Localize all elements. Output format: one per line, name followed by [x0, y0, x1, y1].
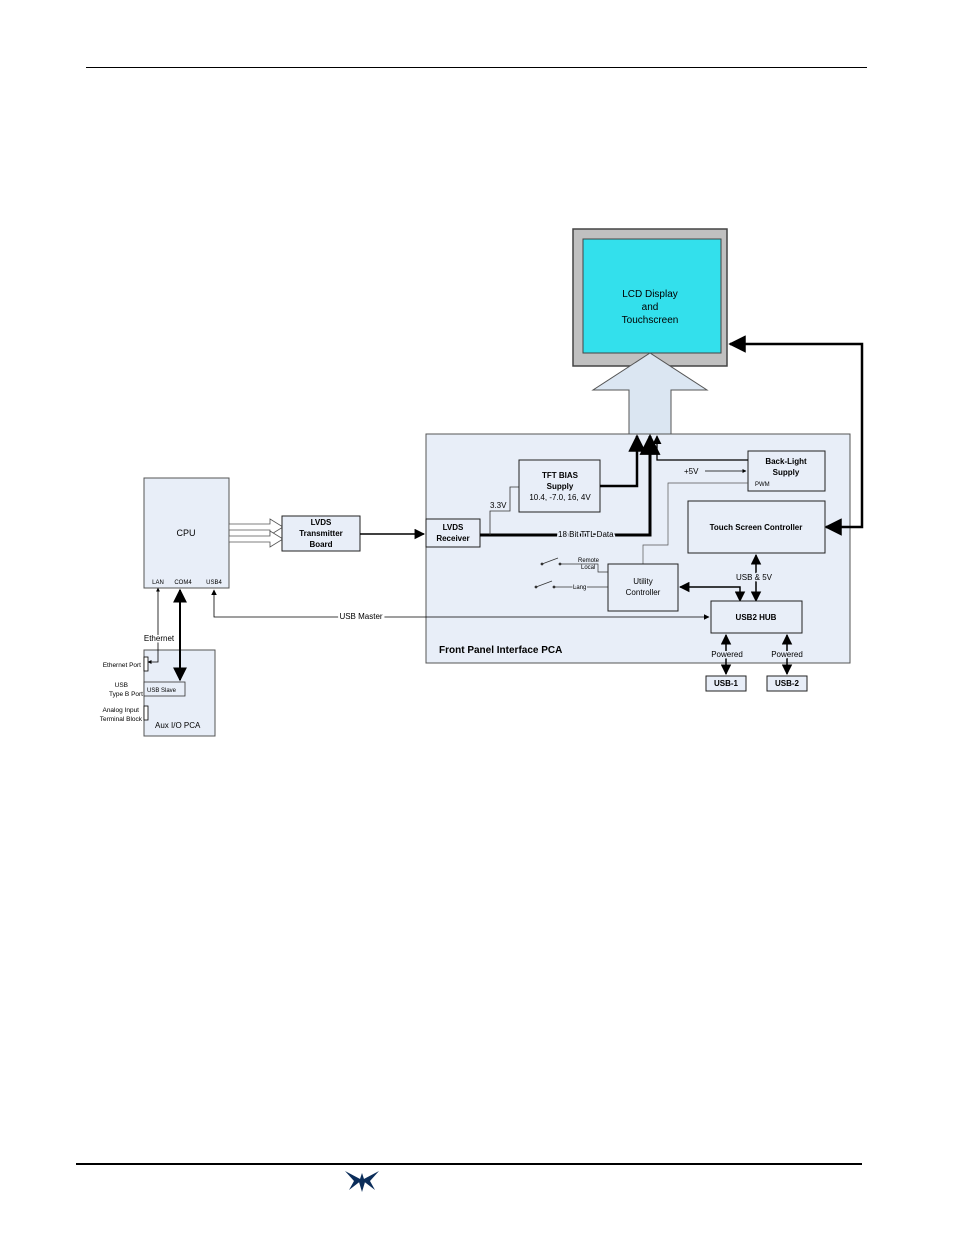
cpu-block	[143, 477, 230, 589]
lang-label: Lang	[573, 585, 586, 591]
backlight-output	[652, 435, 748, 461]
lvds-rx-label-2: Receiver	[436, 534, 469, 543]
ethernet-port-label: Ethernet Port	[103, 662, 141, 669]
header-rule	[86, 67, 867, 68]
touchscreen-link	[728, 335, 864, 536]
usb1-port	[705, 675, 747, 692]
lvds-tx-label-3: Board	[309, 540, 332, 549]
remote-switch-contact	[541, 557, 559, 565]
lvds-rx-label-1: LVDS	[443, 523, 464, 532]
lvds-tx-label-1: LVDS	[311, 518, 332, 527]
cpu-port-com4: COM4	[174, 580, 192, 586]
cpu-label: CPU	[176, 528, 195, 538]
tft-label-2: Supply	[547, 482, 574, 491]
fpi-pca-label: Front Panel Interface PCA	[439, 645, 562, 656]
usb2-label: USB-2	[775, 679, 800, 688]
usb-type-b-label-1: USB	[115, 682, 128, 689]
usb-master-line	[211, 589, 710, 620]
lang-switch-contact	[535, 580, 553, 588]
pwm-label: PWM	[755, 482, 770, 488]
cpu-port-lan: LAN	[152, 580, 164, 586]
tft-output	[600, 434, 646, 488]
lcd-label-3: Touchscreen	[622, 315, 679, 326]
usb-hub-label: USB2 HUB	[736, 613, 777, 622]
local-label: Local	[581, 565, 595, 571]
ttl-data-bus	[480, 433, 661, 537]
lvds-receiver	[425, 518, 481, 548]
backlight-label-1: Back-Light	[765, 457, 807, 466]
powered-label-2: Powered	[771, 650, 803, 659]
v5-label: +5V	[684, 467, 699, 476]
backlight-label-2: Supply	[773, 468, 800, 477]
usb5v-label: USB & 5V	[736, 573, 773, 582]
lcd-label-2: and	[642, 302, 659, 313]
analog-input-connector	[143, 705, 149, 721]
cpu-to-lvds-arrow-1	[228, 518, 284, 536]
usb-slave-label: USB Slave	[147, 688, 177, 694]
lcd-screen	[582, 238, 722, 354]
v33-label: 3.3V	[490, 501, 507, 510]
lvds-tx-label-2: Transmitter	[299, 529, 343, 538]
backlight-supply	[747, 450, 826, 492]
footer-rule	[76, 1163, 862, 1165]
analog-input-label-2: Terminal Block	[100, 716, 143, 723]
cpu-port-usb4: USB4	[206, 580, 222, 586]
usb2-port	[766, 675, 808, 692]
usb1-label: USB-1	[714, 679, 739, 688]
v33-line	[489, 486, 519, 535]
utility-label-2: Controller	[626, 588, 661, 597]
remote-label: Remote	[578, 558, 600, 564]
ttl-data-label: 18 Bit TTL Data	[558, 530, 614, 539]
remote-switch-pivot	[540, 562, 544, 566]
powered-label-1: Powered	[711, 650, 743, 659]
ethernet-port-connector	[143, 656, 149, 672]
tft-label-3: 10.4, -7.0, 16, 4V	[529, 493, 591, 502]
lang-switch-pivot	[534, 585, 538, 589]
display-data-arrow	[591, 352, 709, 435]
tft-bias-supply	[518, 459, 601, 513]
ethernet-label: Ethernet	[144, 634, 175, 643]
usb-type-b-label-2: Type B Port	[109, 691, 143, 698]
remote-switch-wire	[560, 563, 608, 573]
cpu-to-lvds-arrow-2	[228, 530, 284, 548]
utility-hub-link	[678, 581, 746, 603]
touch-screen-controller	[687, 500, 826, 554]
usb-slave-box	[143, 681, 186, 697]
touch-label: Touch Screen Controller	[710, 523, 803, 532]
tft-label-1: TFT BIAS	[542, 471, 579, 480]
aux-pca-label: Aux I/O PCA	[155, 721, 201, 730]
pwm-line	[642, 482, 748, 564]
utility-label-1: Utility	[633, 577, 653, 586]
lcd-label-1: LCD Display	[622, 289, 678, 300]
ethernet-link	[147, 587, 160, 664]
company-logo-icon	[345, 1171, 379, 1192]
usb-master-label: USB Master	[339, 612, 382, 621]
usb2-hub	[710, 600, 803, 634]
analog-input-label-1: Analog Input	[102, 707, 139, 714]
